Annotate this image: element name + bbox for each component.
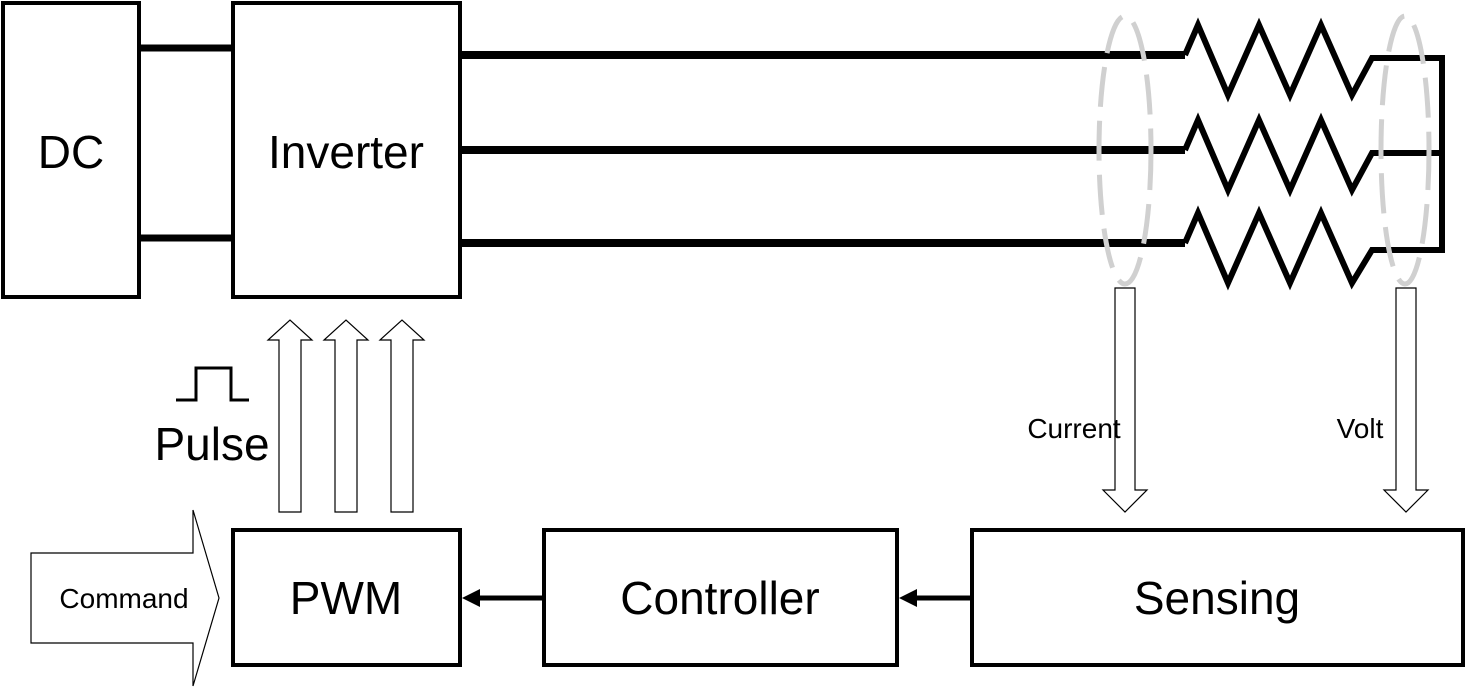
- controller-to-pwm-arrowhead: [462, 589, 480, 607]
- command-label: Command: [59, 583, 188, 614]
- current-label: Current: [1027, 413, 1121, 444]
- volt-arrow: [1382, 287, 1430, 513]
- pulse-arrow-1: [266, 319, 314, 513]
- sensing-to-controller-arrowhead: [899, 589, 917, 607]
- sensing-block: Sensing: [970, 528, 1465, 667]
- resistor-phase-c: [1182, 205, 1442, 291]
- pwm-block: PWM: [231, 528, 462, 667]
- resistor-phase-b: [1182, 112, 1442, 198]
- pulse-arrows: [266, 319, 426, 513]
- phase-lines: [460, 51, 1185, 247]
- current-sensor-loop: [1096, 13, 1154, 287]
- command-arrow: [30, 509, 220, 687]
- sensing-arrows: [1101, 287, 1430, 513]
- controller-label: Controller: [620, 572, 819, 624]
- pulse-waveform-icon: [176, 366, 249, 402]
- voltage-sensor-loop: [1378, 13, 1432, 287]
- dc-block: DC: [1, 1, 141, 299]
- dc-bus-links: [139, 44, 233, 242]
- pulse-arrow-2: [322, 319, 370, 513]
- sensor-loops: [1096, 13, 1432, 287]
- controller-block: Controller: [542, 528, 899, 667]
- pulse-label: Pulse: [154, 418, 269, 470]
- volt-label: Volt: [1337, 413, 1384, 444]
- pulse-arrow-3: [378, 319, 426, 513]
- command-input: Command: [30, 509, 220, 687]
- pwm-label: PWM: [290, 572, 402, 624]
- sensing-label: Sensing: [1134, 572, 1300, 624]
- load-resistors: [1182, 17, 1445, 291]
- dc-label: DC: [38, 126, 104, 178]
- pulse-indicator: Pulse: [154, 366, 270, 470]
- current-arrow: [1101, 287, 1149, 513]
- resistor-phase-a: [1182, 17, 1442, 103]
- inverter-label: Inverter: [268, 126, 424, 178]
- signal-flow-arrows: [462, 589, 972, 607]
- inverter-block: Inverter: [231, 1, 462, 299]
